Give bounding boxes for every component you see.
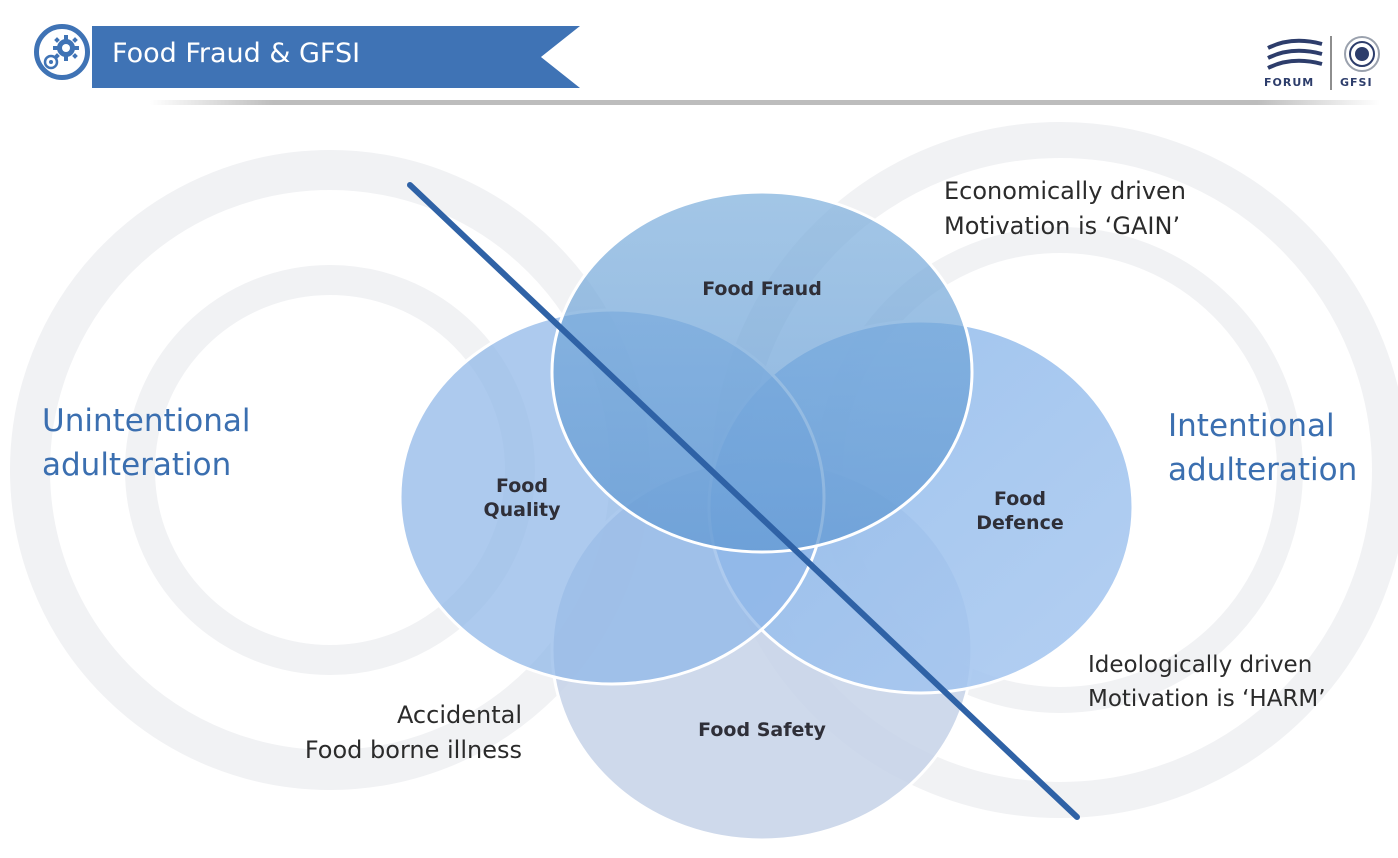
accidental-note: Accidental Food borne illness bbox=[222, 698, 522, 768]
circle-food-fraud bbox=[550, 190, 974, 554]
gfsi-logo-text: GFSI bbox=[1340, 76, 1373, 89]
economic-note-line1: Economically driven bbox=[944, 177, 1187, 205]
unintentional-heading: Unintentional adulteration bbox=[42, 399, 250, 487]
ideological-note-line1: Ideologically driven bbox=[1088, 652, 1313, 678]
intentional-heading-line1: Intentional bbox=[1168, 408, 1335, 444]
unintentional-heading-line1: Unintentional bbox=[42, 403, 251, 439]
label-food-defence-line2: Defence bbox=[976, 512, 1064, 534]
economic-note-line2: Motivation is ‘GAIN’ bbox=[944, 212, 1181, 240]
header-divider bbox=[150, 100, 1380, 105]
label-food-fraud: Food Fraud bbox=[702, 278, 822, 300]
label-food-quality: Food Quality bbox=[462, 474, 582, 522]
economic-motivation-note: Economically driven Motivation is ‘GAIN’ bbox=[944, 174, 1186, 244]
consumer-goods-forum-logo bbox=[1267, 38, 1323, 70]
gfsi-logo bbox=[1344, 36, 1380, 72]
label-food-defence: Food Defence bbox=[955, 487, 1085, 535]
ideological-note-line2: Motivation is ‘HARM’ bbox=[1088, 686, 1326, 712]
intentional-heading: Intentional adulteration bbox=[1168, 404, 1357, 492]
forum-logo-text: FORUM bbox=[1264, 76, 1315, 89]
title-banner bbox=[92, 26, 580, 88]
unintentional-heading-line2: adulteration bbox=[42, 447, 232, 483]
gears-icon bbox=[34, 24, 90, 80]
label-food-safety: Food Safety bbox=[698, 719, 826, 741]
intentional-heading-line2: adulteration bbox=[1168, 452, 1358, 488]
label-food-quality-line2: Quality bbox=[483, 499, 561, 521]
accidental-note-line2: Food borne illness bbox=[304, 736, 522, 764]
label-food-defence-line1: Food bbox=[994, 488, 1046, 510]
accidental-note-line1: Accidental bbox=[396, 701, 522, 729]
logo-divider bbox=[1330, 36, 1332, 90]
ideological-motivation-note: Ideologically driven Motivation is ‘HARM… bbox=[1088, 648, 1326, 716]
label-food-quality-line1: Food bbox=[496, 475, 548, 497]
diagonal-divider-line bbox=[407, 182, 1080, 820]
page-title: Food Fraud & GFSI bbox=[112, 38, 361, 69]
